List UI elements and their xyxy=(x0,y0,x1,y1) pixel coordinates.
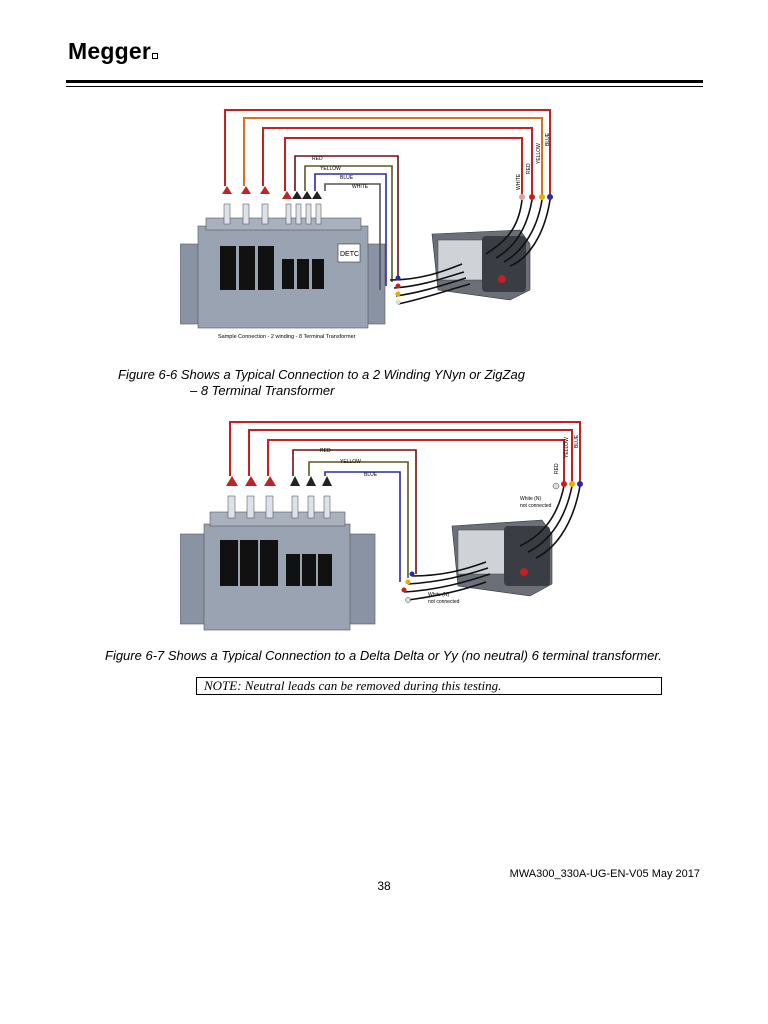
bushings xyxy=(227,495,331,519)
lv-white-label: WHITE xyxy=(352,184,369,190)
registered-mark-icon xyxy=(152,53,158,59)
clamps xyxy=(222,186,322,199)
lead-blue-label: BLUE xyxy=(545,132,551,146)
clamps xyxy=(226,476,332,486)
figure-6-6-caption-line1: Figure 6-6 Shows a Typical Connection to… xyxy=(118,367,525,382)
white-n-bottom-note: not connected xyxy=(428,599,460,605)
lv-blue-label: BLUE xyxy=(340,175,354,181)
header-rule-thin xyxy=(66,86,703,87)
lv-wires xyxy=(292,449,417,582)
lv-wires xyxy=(294,155,399,290)
white-n-top-note: not connected xyxy=(520,503,552,509)
lv-red-label: RED xyxy=(320,448,331,454)
figure-6-6-diagram: DETC RED YELLOW BLUE WHITE WHITE RED xyxy=(180,109,553,340)
figure-6-7-diagram: RED YELLOW BLUE RED YELLOW BLUE White (N… xyxy=(180,421,583,631)
figure-6-6-caption-line2: – 8 Terminal Transformer xyxy=(190,383,335,398)
note-box: NOTE: Neutral leads can be removed durin… xyxy=(196,677,662,695)
lead-plugs xyxy=(395,194,553,305)
page-number: 38 xyxy=(377,879,391,893)
lead-yellow-label: YELLOW xyxy=(536,143,542,164)
header-rule xyxy=(66,80,703,83)
bushings xyxy=(223,203,322,225)
lead-blue-label: BLUE xyxy=(574,434,580,448)
hv-wires xyxy=(229,421,581,482)
footer-document-id: MWA300_330A-UG-EN-V05 May 2017 xyxy=(509,868,700,880)
figure1-inset-caption: Sample Connection - 2 winding - 8 Termin… xyxy=(218,334,356,340)
logo-text: Megger xyxy=(68,38,151,64)
instrument-leads xyxy=(389,199,551,305)
transformer-body: DETC xyxy=(180,217,386,329)
transformer-body xyxy=(180,511,376,631)
lead-yellow-label: YELLOW xyxy=(564,437,570,458)
test-instrument xyxy=(451,519,553,597)
instrument-leads xyxy=(403,485,581,601)
megger-logo: Megger xyxy=(68,38,158,65)
lv-blue-label: BLUE xyxy=(364,472,378,478)
lv-red-label: RED xyxy=(312,156,323,162)
detc-label: DETC xyxy=(340,251,359,258)
lv-yellow-label: YELLOW xyxy=(340,459,361,465)
figure-6-7-caption: Figure 6-7 Shows a Typical Connection to… xyxy=(105,648,662,663)
white-n-top-label: White (N) xyxy=(520,496,541,502)
lv-yellow-label: YELLOW xyxy=(320,166,341,172)
lead-plugs xyxy=(401,481,583,603)
lead-red-label: RED xyxy=(554,463,560,474)
lead-red-label: RED xyxy=(526,163,532,174)
lead-white-label: WHITE xyxy=(516,173,522,190)
hv-wires xyxy=(224,109,551,196)
